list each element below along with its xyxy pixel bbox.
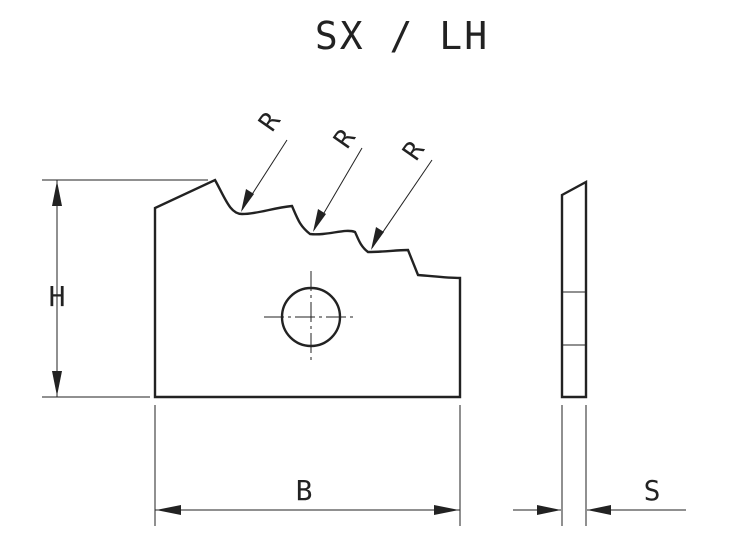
- thickness-arrow-left: [537, 505, 561, 515]
- radius-arrow-2: [313, 209, 326, 232]
- height-arrow-top: [52, 181, 62, 206]
- radius-label-1: R: [253, 107, 287, 137]
- height-label: H: [49, 280, 66, 313]
- knife-side-outline: [560, 179, 588, 399]
- radius-label-2: R: [328, 124, 362, 154]
- radius-label-3: R: [397, 136, 431, 166]
- knife-front-outline: [153, 178, 462, 399]
- width-arrow-left: [156, 505, 181, 515]
- width-label: B: [296, 474, 313, 507]
- width-arrow-right: [434, 505, 459, 515]
- drawing-title: SX / LH: [314, 14, 490, 58]
- radius-arrow-3: [371, 227, 384, 250]
- thickness-arrow-right: [587, 505, 611, 515]
- height-arrow-bottom: [52, 371, 62, 396]
- thickness-label: S: [644, 474, 661, 507]
- radius-arrow-1: [241, 189, 254, 212]
